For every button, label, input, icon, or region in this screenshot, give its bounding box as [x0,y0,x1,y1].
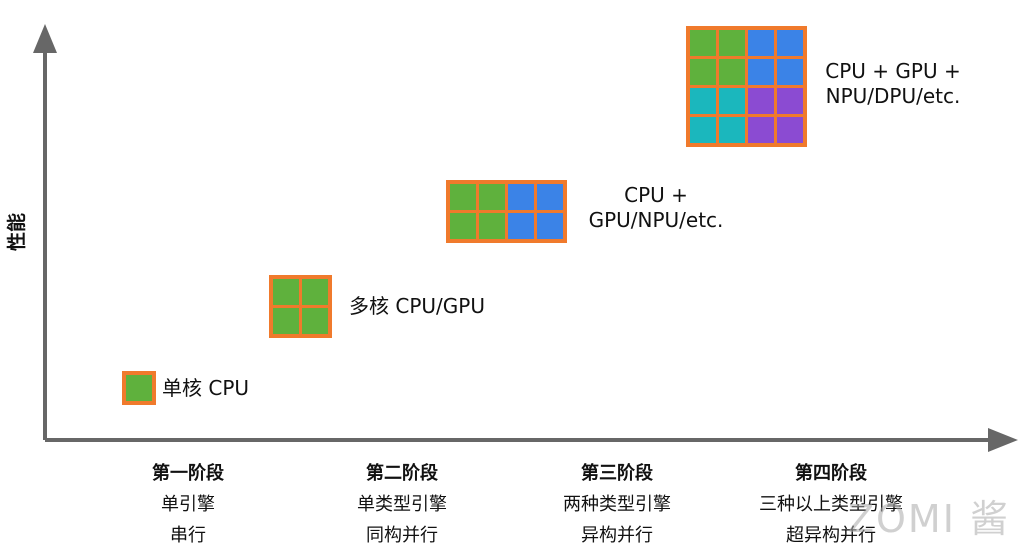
chip-1 [122,371,156,405]
core-cell-green [126,375,152,401]
core-cell-purple [777,88,803,114]
core-cell-blue [748,30,774,56]
chip-label-line: CPU + GPU + [825,59,961,83]
chip-2 [269,275,332,338]
core-cell-teal [719,117,745,143]
core-cell-green [302,279,328,305]
core-cell-green [302,308,328,334]
core-cell-green [273,308,299,334]
chip-group [122,26,807,405]
core-cell-purple [777,117,803,143]
core-cell-blue [777,30,803,56]
stage-engine: 两种类型引擎 [563,494,671,515]
core-cell-blue [748,59,774,85]
chip-label-line: 多核 CPU/GPU [349,294,485,318]
stage-engine: 单类型引擎 [357,494,447,515]
core-cell-green [479,184,505,210]
x-axis-arrow [988,428,1018,452]
stage-title: 第三阶段 [581,463,653,484]
stage-3: 第三阶段 两种类型引擎 异构并行 [532,458,702,551]
core-cell-blue [508,213,534,239]
stage-1: 第一阶段 单引擎 串行 [103,458,273,551]
core-cell-teal [690,117,716,143]
chip-label-two-types: CPU + GPU/NPU/etc. [576,183,736,233]
core-cell-green [479,213,505,239]
chip-label-multi-type: CPU + GPU + NPU/DPU/etc. [814,59,972,109]
stage-engine: 三种以上类型引擎 [759,494,903,515]
stage-mode: 串行 [170,525,206,546]
stage-mode: 同构并行 [366,525,438,546]
stage-engine: 单引擎 [161,494,215,515]
core-cell-teal [719,88,745,114]
core-cell-green [719,30,745,56]
core-cell-blue [777,59,803,85]
chip-label-line: GPU/NPU/etc. [588,208,724,232]
stage-title: 第二阶段 [366,463,438,484]
core-cell-green [450,213,476,239]
chip-3 [446,180,567,243]
chip-label-single-core: 单核 CPU [162,376,249,401]
core-cell-purple [748,117,774,143]
core-cell-green [273,279,299,305]
core-cell-green [690,30,716,56]
stage-mode: 异构并行 [581,525,653,546]
chip-label-line: NPU/DPU/etc. [825,84,961,108]
chip-label-line: CPU + [624,183,688,207]
y-axis-label: 性能 [5,212,28,251]
core-cell-purple [748,88,774,114]
chip-label-line: 单核 CPU [162,376,250,400]
core-cell-blue [508,184,534,210]
chip-label-multi-core: 多核 CPU/GPU [349,294,485,319]
core-cell-blue [537,184,563,210]
stage-title: 第四阶段 [795,463,867,484]
core-cell-teal [690,88,716,114]
stage-title: 第一阶段 [152,463,224,484]
y-axis-arrow [33,24,57,53]
stage-4: 第四阶段 三种以上类型引擎 超异构并行 [746,458,916,551]
core-cell-green [690,59,716,85]
core-cell-green [719,59,745,85]
stage-2: 第二阶段 单类型引擎 同构并行 [317,458,487,551]
core-cell-blue [537,213,563,239]
watermark: ZOMI 酱 [847,497,1010,541]
stage-mode: 超异构并行 [786,525,876,546]
chip-4 [686,26,807,147]
core-cell-green [450,184,476,210]
